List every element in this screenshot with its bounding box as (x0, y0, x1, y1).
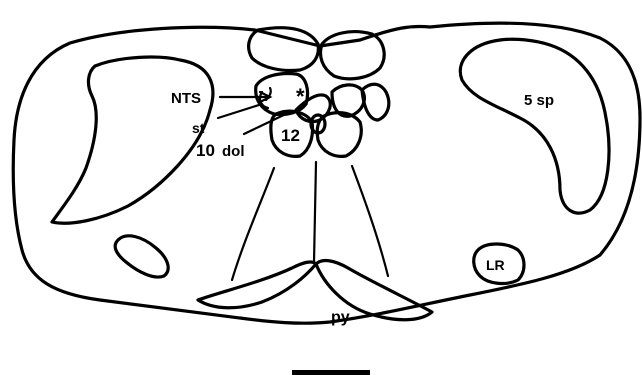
label-pyramid: py (331, 309, 350, 326)
label-dol-number: 10 (196, 141, 215, 160)
label-asterisk: * (296, 84, 305, 109)
left-cavity (52, 57, 213, 223)
label-hypoglossal: 12 (281, 126, 300, 145)
label-st: st (192, 120, 205, 136)
label-nts: NTS (171, 90, 201, 107)
pyramid-left (198, 262, 316, 308)
right-small-structure (362, 84, 389, 120)
right-lemniscus-line (352, 166, 388, 276)
spinal-trigeminal-region (460, 39, 609, 213)
left-ventral-structure (115, 236, 168, 277)
scale-bar (292, 370, 370, 375)
left-lemniscus-line (232, 168, 274, 280)
label-lateral-reticular: LR (486, 257, 505, 273)
area-postrema-right (321, 32, 385, 79)
label-dol: dol (222, 143, 245, 160)
st-pointer (218, 104, 262, 118)
area-postrema-left (249, 28, 319, 71)
label-spinal-trigeminal: 5 sp (524, 92, 554, 109)
ventral-median-line (314, 162, 316, 262)
